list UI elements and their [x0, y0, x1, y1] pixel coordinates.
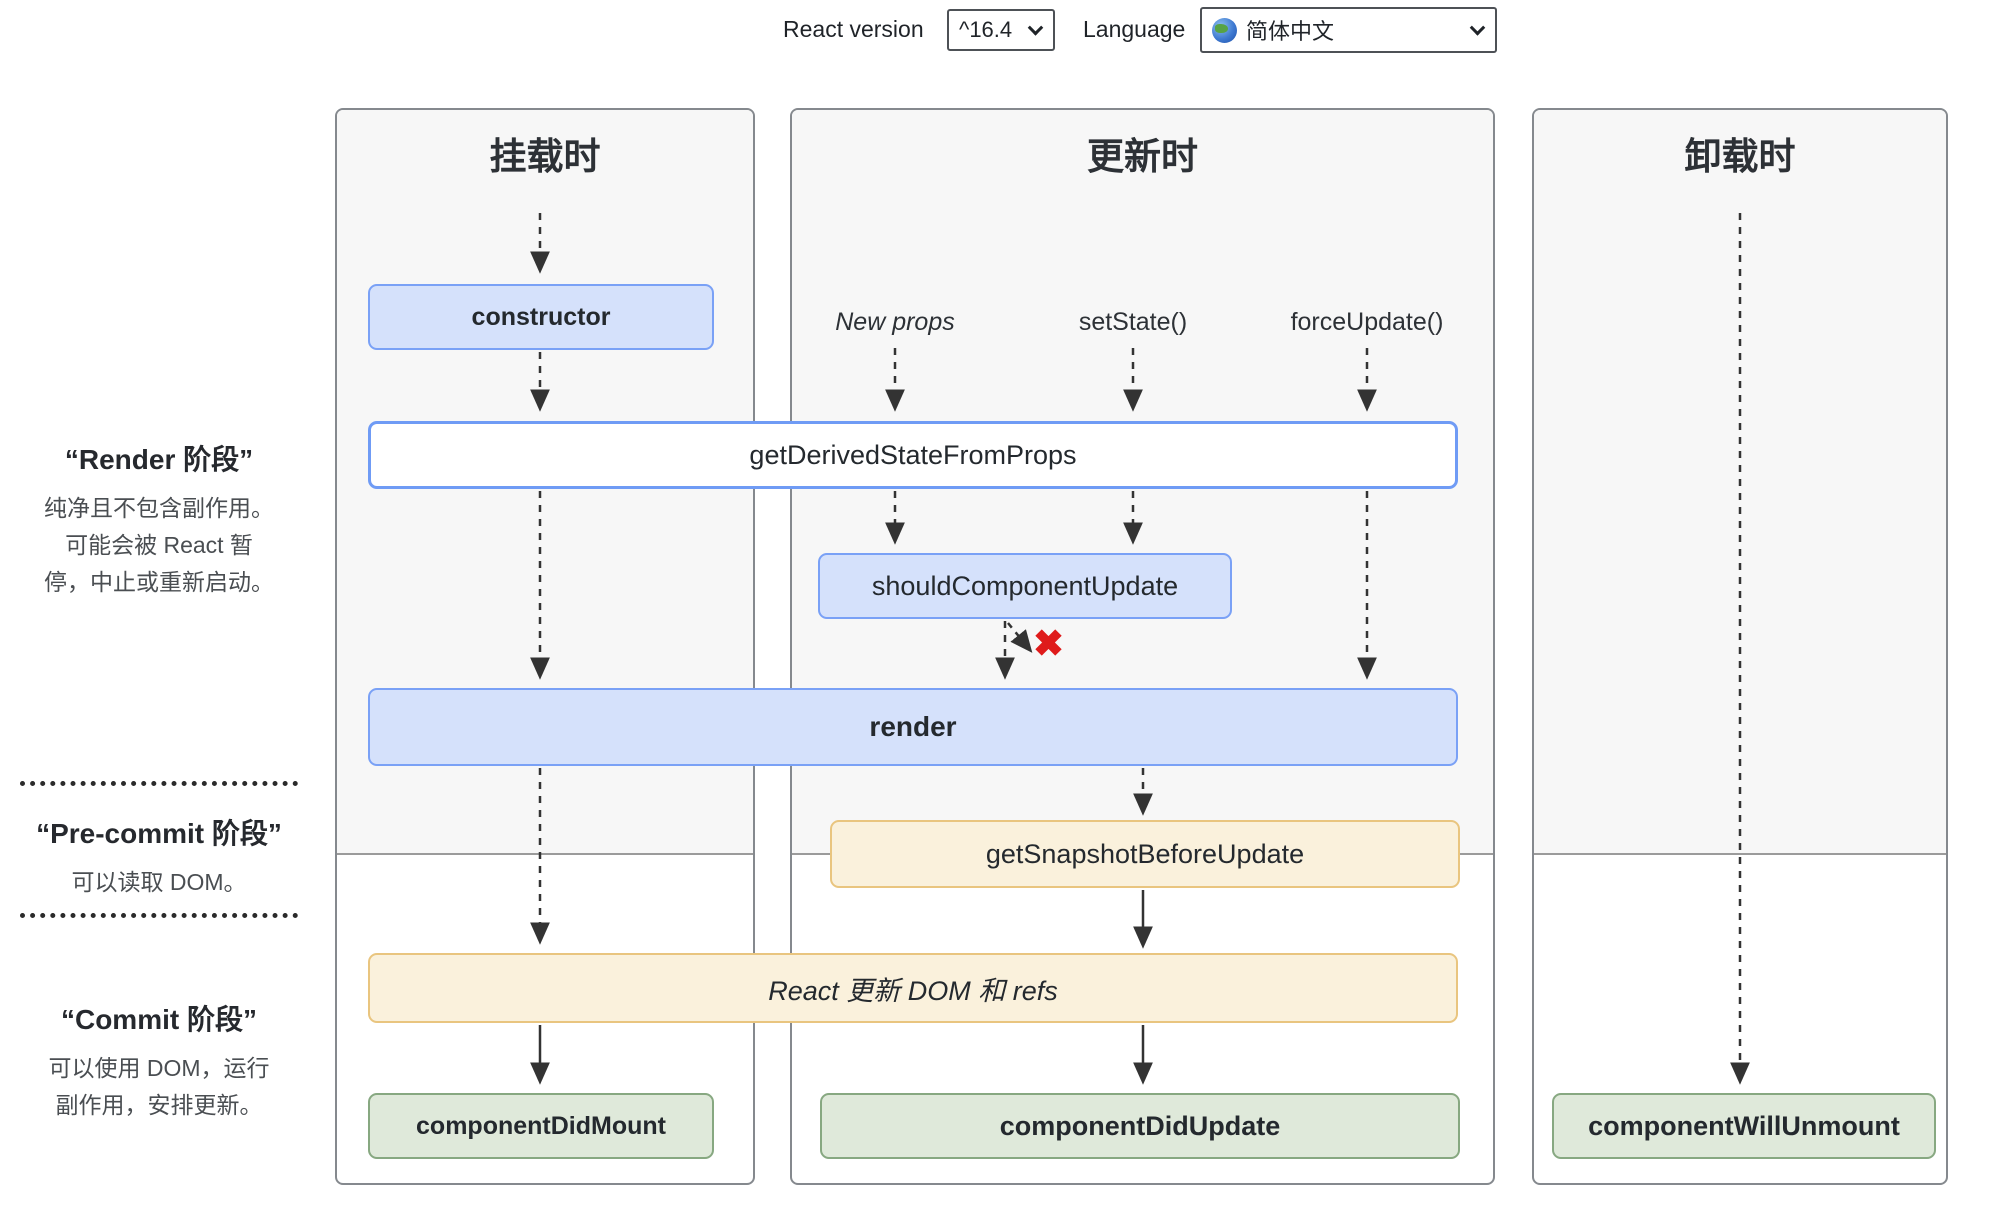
- pre-commit-phase-title: “Pre-commit 阶段”: [36, 818, 282, 849]
- update-skipped-cross-icon: ✖: [1033, 623, 1065, 664]
- constructor-node[interactable]: constructor: [368, 284, 714, 350]
- new-props-trigger: New props: [835, 308, 955, 336]
- column-title-unmounting: 卸载时: [1684, 136, 1796, 177]
- render-phase-text: 停，中止或重新启动。: [44, 568, 274, 595]
- react-version-label: React version: [783, 16, 924, 42]
- component-did-mount-node[interactable]: componentDidMount: [368, 1093, 714, 1159]
- globe-icon: [1212, 17, 1237, 43]
- language-select[interactable]: 简体中文: [1200, 7, 1497, 53]
- force-update-trigger[interactable]: forceUpdate(): [1290, 308, 1444, 336]
- commit-phase-title: “Commit 阶段”: [60, 1004, 257, 1035]
- render-node[interactable]: render: [368, 688, 1458, 766]
- commit-phase-text: 副作用，安排更新。: [55, 1091, 263, 1118]
- react-updates-dom-node: React 更新 DOM 和 refs: [368, 953, 1458, 1023]
- phase-separator: [20, 913, 298, 918]
- commit-phase-text: 可以使用 DOM，运行: [48, 1055, 270, 1081]
- get-snapshot-before-update-node[interactable]: getSnapshotBeforeUpdate: [830, 820, 1460, 888]
- commit-phase-note: “Commit 阶段” 可以使用 DOM，运行 副作用，安排更新。: [8, 998, 310, 1124]
- language-value: 简体中文: [1246, 19, 1335, 44]
- react-version-select[interactable]: ^16.4: [947, 9, 1055, 51]
- language-label: Language: [1083, 16, 1186, 42]
- column-title-mounting: 挂载时: [489, 136, 601, 177]
- pre-commit-phase-note: “Pre-commit 阶段” 可以读取 DOM。: [8, 812, 310, 901]
- pre-commit-phase-text: 可以读取 DOM。: [71, 869, 247, 895]
- react-version-value: ^16.4: [959, 17, 1013, 42]
- render-phase-text: 可能会被 React 暂: [65, 531, 253, 558]
- render-phase-title: “Render 阶段”: [64, 444, 254, 475]
- phase-separator: [20, 781, 298, 786]
- render-phase-text: 纯净且不包含副作用。: [44, 495, 274, 521]
- should-component-update-node[interactable]: shouldComponentUpdate: [818, 553, 1232, 619]
- component-did-update-node[interactable]: componentDidUpdate: [820, 1093, 1460, 1159]
- render-phase-note: “Render 阶段” 纯净且不包含副作用。 可能会被 React 暂 停，中止…: [8, 438, 310, 600]
- column-title-updating: 更新时: [1087, 136, 1198, 177]
- get-derived-state-from-props-node[interactable]: getDerivedStateFromProps: [368, 421, 1458, 489]
- set-state-trigger[interactable]: setState(): [1078, 308, 1188, 336]
- component-will-unmount-node[interactable]: componentWillUnmount: [1552, 1093, 1936, 1159]
